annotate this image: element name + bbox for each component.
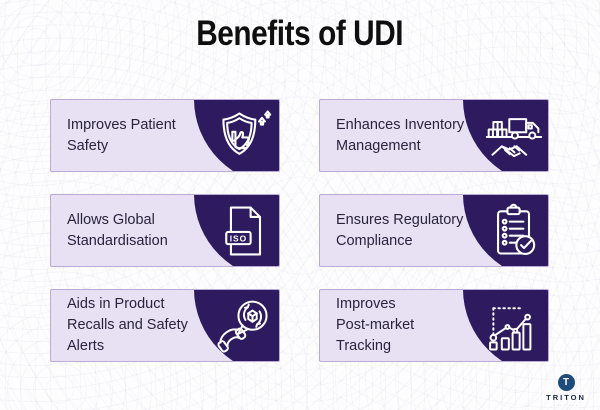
triton-logo-mark: T <box>557 374 575 391</box>
benefits-grid: Improves Patient Safety Enhances Invento… <box>50 99 549 362</box>
triton-logo-tagline: - -- · -- - <box>553 402 579 407</box>
clipboard-checklist-icon <box>484 201 544 261</box>
card-label: Improves Patient Safety <box>67 116 176 154</box>
iso-document-icon: ISO <box>215 201 275 261</box>
card-enhances-inventory-management: Enhances Inventory Management <box>319 99 549 172</box>
card-allows-global-standardisation: Allows Global Standardisation ISO <box>50 194 280 267</box>
card-label: Ensures Regulatory Compliance <box>336 211 464 249</box>
card-label: Allows Global Standardisation <box>67 211 168 249</box>
triton-logo: T TRITON - -- · -- - <box>539 374 593 407</box>
phone-recall-bubble-icon <box>215 296 275 356</box>
page-title: Benefits of UDI <box>196 14 404 53</box>
card-label: Aids in Product Recalls and Safety Alert… <box>67 296 188 354</box>
svg-text:ISO: ISO <box>230 233 247 243</box>
card-improves-post-market-tracking: Improves Post-market Tracking <box>319 289 549 362</box>
triton-logo-name: TRITON <box>546 393 586 402</box>
truck-boxes-handshake-icon <box>484 106 544 166</box>
card-aids-product-recalls-safety-alerts: Aids in Product Recalls and Safety Alert… <box>50 289 280 362</box>
bar-chart-tracking-icon <box>484 296 544 356</box>
card-label: Enhances Inventory Management <box>336 116 465 154</box>
card-label: Improves Post-market Tracking <box>336 296 415 354</box>
card-ensures-regulatory-compliance: Ensures Regulatory Compliance <box>319 194 549 267</box>
card-improves-patient-safety: Improves Patient Safety <box>50 99 280 172</box>
shield-thumbs-up-icon <box>215 106 275 166</box>
